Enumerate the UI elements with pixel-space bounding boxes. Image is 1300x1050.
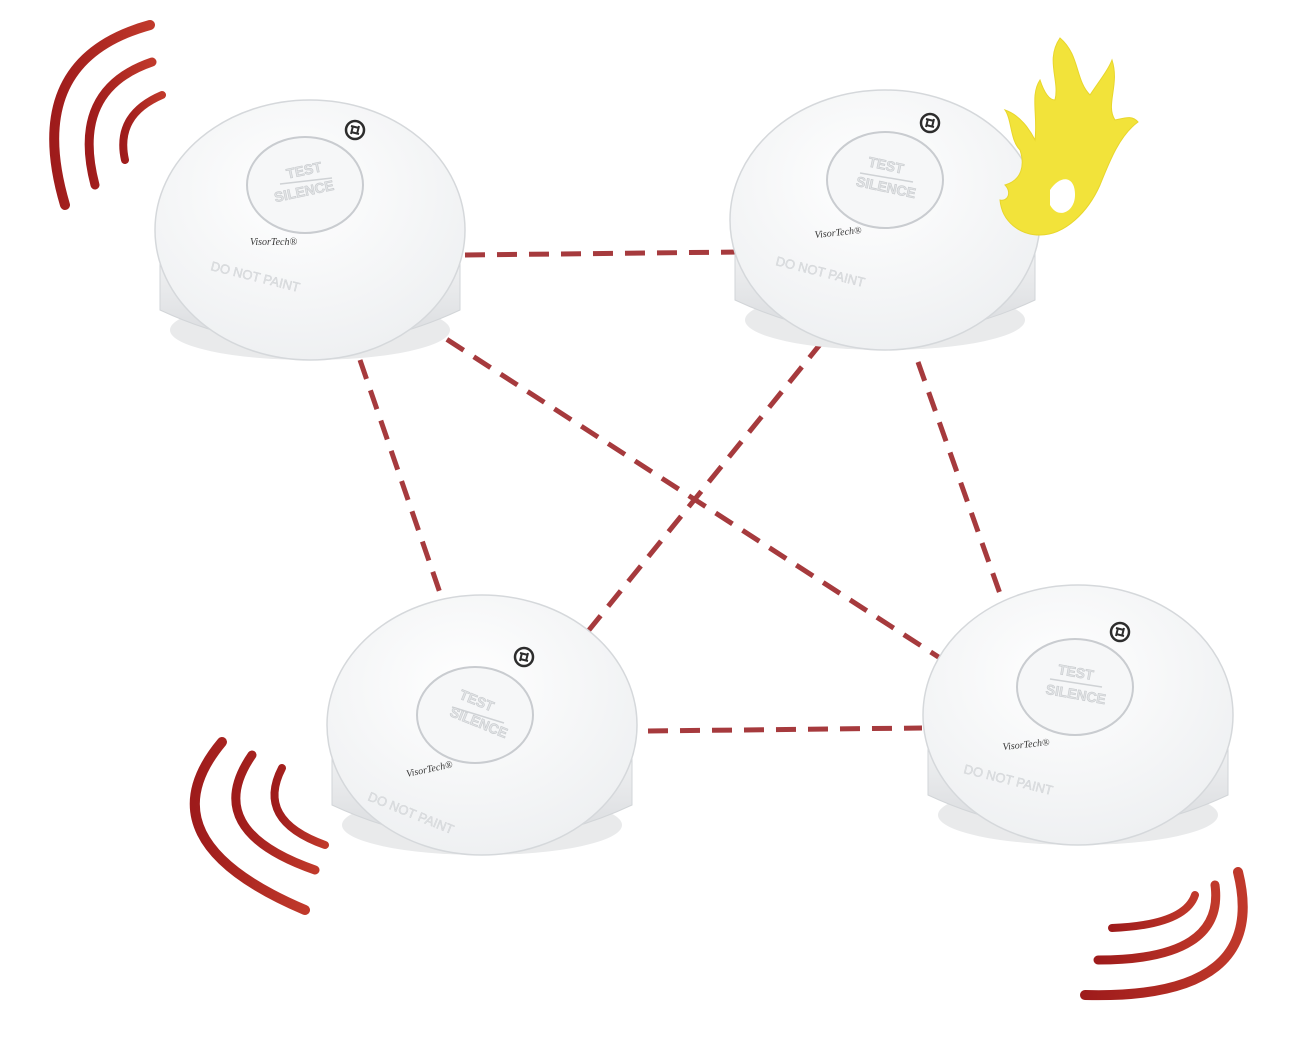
flame-icon bbox=[999, 37, 1139, 236]
sound-wave-icon bbox=[1108, 891, 1199, 932]
smoke-detector-bottom-left: TEST SILENCE VisorTech® DO NOT PAINT bbox=[326, 594, 638, 856]
link-bottom-left-bottom-right bbox=[647, 725, 923, 734]
vent-icon bbox=[1109, 621, 1131, 643]
brand-label: VisorTech® bbox=[1002, 737, 1050, 753]
link-top-right-bottom-left bbox=[583, 340, 824, 637]
link-top-left-top-right bbox=[464, 249, 741, 258]
test-silence-button[interactable] bbox=[1016, 638, 1134, 736]
test-silence-button[interactable] bbox=[416, 666, 534, 764]
brand-label: VisorTech® bbox=[250, 237, 297, 248]
sound-wave-icon bbox=[84, 57, 157, 190]
link-top-left-bottom-right bbox=[418, 319, 942, 661]
smoke-detector-bottom-right: TEST SILENCE VisorTech® DO NOT PAINT bbox=[922, 584, 1234, 846]
sound-wave-icon bbox=[119, 91, 166, 164]
link-top-right-bottom-right bbox=[915, 361, 1007, 606]
sound-wave-icon bbox=[189, 737, 310, 915]
sound-wave-icon bbox=[270, 764, 329, 849]
alarm-waves-bottom-right bbox=[1080, 867, 1248, 1001]
vent-icon bbox=[513, 646, 535, 668]
test-silence-button[interactable] bbox=[246, 136, 364, 234]
alarm-waves-bottom-left bbox=[189, 737, 329, 915]
button-label-underline bbox=[1049, 678, 1103, 688]
smoke-detector-top-right: TEST SILENCE VisorTech® DO NOT PAINT bbox=[729, 89, 1041, 351]
test-silence-button[interactable] bbox=[826, 131, 944, 229]
button-label-underline bbox=[859, 172, 914, 183]
smoke-detector-top-left: TEST SILENCE VisorTech® DO NOT PAINT bbox=[154, 99, 466, 361]
button-label-line1: TEST bbox=[285, 158, 324, 181]
brand-label: VisorTech® bbox=[814, 225, 862, 241]
button-label-line1: TEST bbox=[1057, 661, 1095, 683]
sound-wave-icon bbox=[231, 750, 320, 875]
button-label-underline bbox=[451, 706, 505, 724]
alarm-waves-top-left bbox=[49, 20, 166, 210]
sound-wave-icon bbox=[49, 20, 155, 210]
network-links bbox=[357, 249, 1007, 734]
sound-wave-icon bbox=[1080, 867, 1248, 1001]
button-label-line1: TEST bbox=[867, 154, 906, 177]
sound-wave-icon bbox=[1093, 880, 1221, 965]
link-top-left-bottom-left bbox=[357, 359, 453, 623]
vent-icon bbox=[919, 112, 941, 134]
vent-icon bbox=[344, 119, 366, 141]
button-label-underline bbox=[279, 177, 333, 185]
